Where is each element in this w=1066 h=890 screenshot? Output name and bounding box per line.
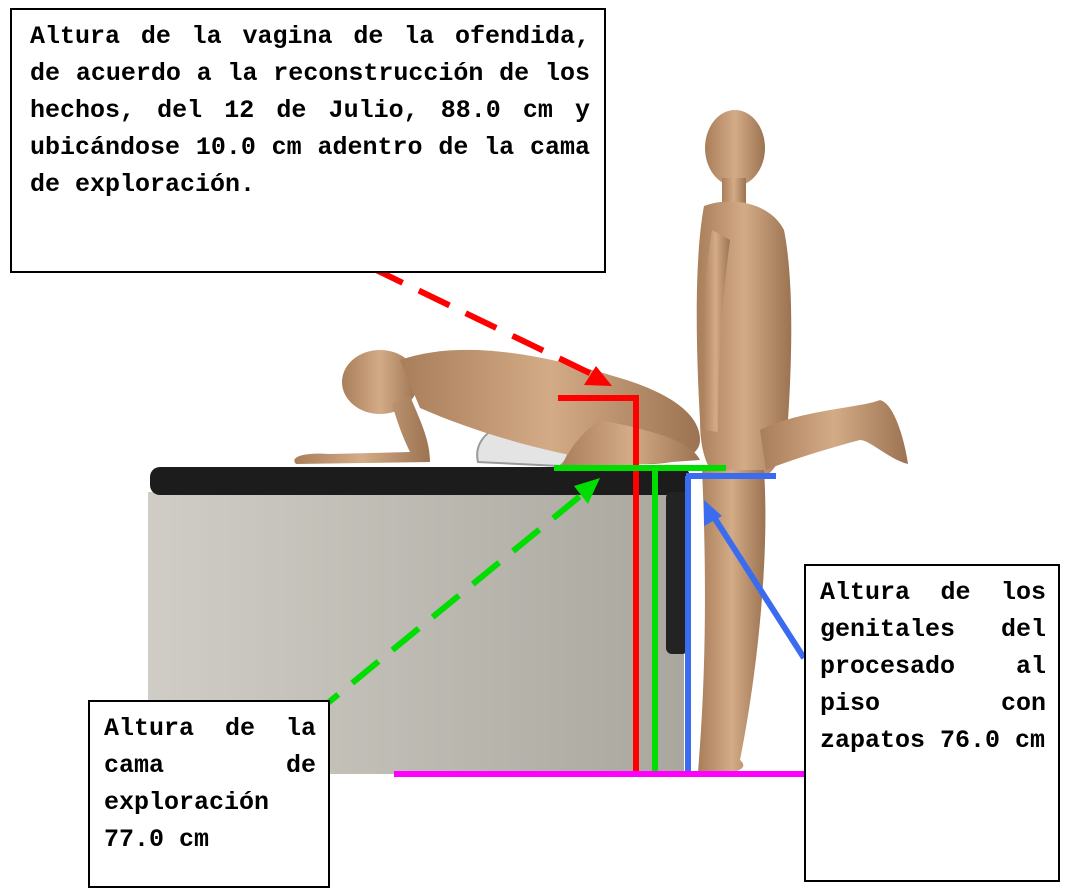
female-figure [294, 349, 700, 470]
vagina-height-annotation: Altura de la vagina de la ofendida, de a… [10, 8, 606, 273]
vagina-height-marker [370, 265, 639, 772]
male-leg-standing [698, 470, 766, 774]
bed-arrow-head [574, 478, 600, 504]
male-figure [696, 110, 908, 774]
bed-pad [150, 467, 690, 495]
genitals-height-marker [685, 473, 807, 772]
female-head [342, 350, 418, 414]
female-leg [560, 420, 700, 470]
bed-height-annotation: Altura de la cama de exploración 77.0 cm [88, 700, 330, 888]
vagina-arrow-head [584, 366, 612, 386]
bed-height-marker [310, 465, 726, 772]
genitals-arrow-head [704, 500, 722, 526]
male-head [705, 110, 765, 186]
genitals-height-annotation: Altura de los genitales del procesado al… [804, 564, 1060, 882]
male-arm [701, 230, 730, 432]
male-leg-raised [760, 400, 908, 470]
bed-leg [666, 492, 688, 654]
female-arm [294, 396, 430, 464]
